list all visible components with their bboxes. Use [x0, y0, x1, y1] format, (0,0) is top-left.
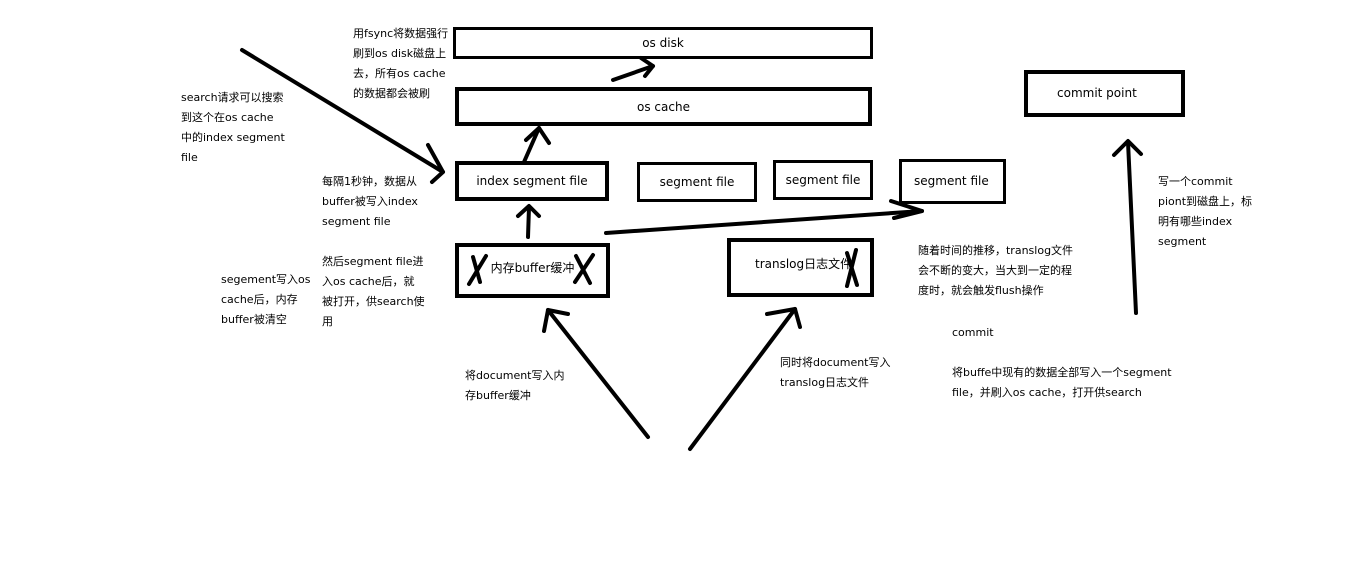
commit-point-arrow [1112, 139, 1143, 315]
index-segment-file-label: index segment file [476, 174, 588, 188]
segment-file-label-2: segment file [785, 173, 861, 187]
segment-file-label-1: segment file [659, 175, 735, 189]
buffer-to-segment-arrow [516, 204, 541, 239]
write-translog-note: 同时将document写入 translog日志文件 [780, 356, 891, 389]
memory-buffer-box: 内存buffer缓冲 [455, 243, 610, 298]
segment-to-cache-note: 然后segment file进 入os cache后，就 被打开，供search… [322, 255, 425, 328]
buffer-cleared-note: segement写入os cache后，内存 buffer被清空 [221, 273, 311, 326]
translog-cleared-mark [845, 248, 859, 288]
buffer-cleared-mark-right [573, 253, 595, 285]
segment-to-cache-arrow [522, 126, 551, 164]
fsync-note: 用fsync将数据强行 刷到os disk磁盘上 去，所有os cache 的数… [353, 27, 449, 100]
cache-to-disk-arrow [611, 56, 655, 82]
buffer-cleared-mark-left [467, 254, 488, 286]
os-disk-label: os disk [642, 36, 684, 50]
segment-file-box-3: segment file [899, 159, 1006, 204]
document-to-translog-arrow [688, 307, 802, 451]
every-second-note: 每隔1秒钟，数据从 buffer被写入index segment file [322, 175, 418, 228]
memory-buffer-label: 内存buffer缓冲 [490, 261, 575, 275]
segment-file-box-2: segment file [773, 160, 873, 200]
commit-point-description: 写一个commit piont到磁盘上，标 明有哪些index segment [1158, 175, 1253, 248]
index-segment-file-box: index segment file [455, 161, 609, 201]
buffer-to-new-segment-arrow [604, 199, 924, 235]
commit-description: 将buffe中现有的数据全部写入一个segment file，并刷入os cac… [952, 366, 1172, 399]
commit-point-box: commit point [1024, 70, 1185, 117]
os-cache-label: os cache [637, 99, 690, 114]
os-cache-box: os cache [455, 87, 872, 126]
os-disk-box: os disk [453, 27, 873, 59]
document-to-buffer-arrow [542, 308, 650, 439]
segment-file-label-3: segment file [914, 174, 989, 188]
segment-file-box-1: segment file [637, 162, 757, 202]
search-note: search请求可以搜索 到这个在os cache 中的index segmen… [181, 91, 285, 164]
commit-label: commit [952, 326, 994, 339]
translog-growth-note: 随着时间的推移，translog文件 会不断的变大，当大到一定的程 度时，就会触… [918, 244, 1074, 297]
commit-point-label: commit point [1057, 86, 1137, 100]
search-arrow [240, 48, 445, 184]
write-document-note: 将document写入内 存buffer缓冲 [465, 369, 565, 402]
translog-label: translog日志文件 [755, 257, 853, 271]
